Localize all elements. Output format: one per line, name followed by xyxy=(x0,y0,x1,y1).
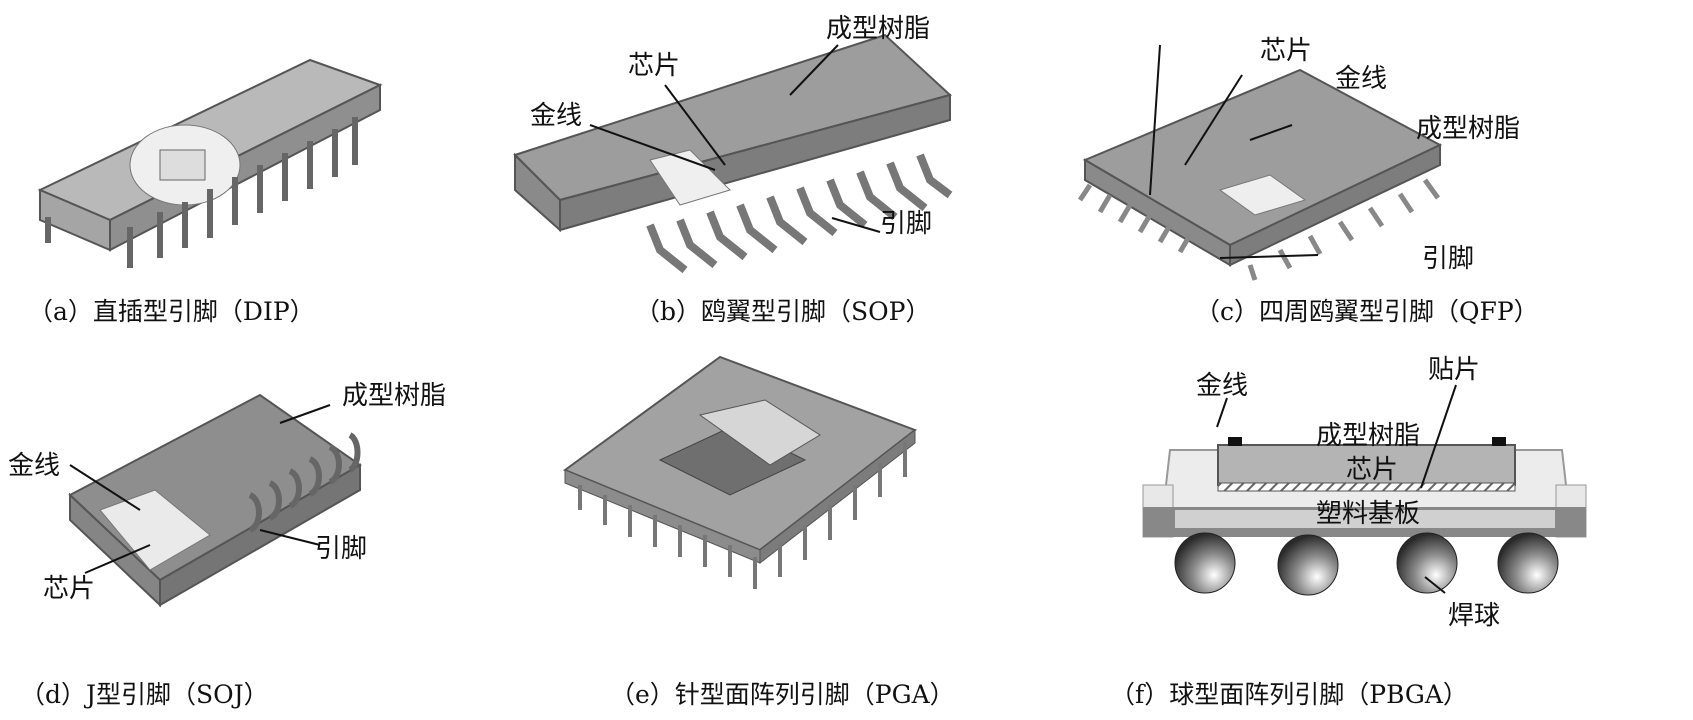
caption-sop: （b）鸥翼型引脚（SOP） xyxy=(635,297,931,326)
panel-soj: 成型树脂 金线 引脚 芯片 （d）J型引脚（SOJ） xyxy=(0,345,560,720)
panel-qfp: 芯片 金线 成型树脂 引脚 （c）四周鸥翼型引脚（QFP） xyxy=(1077,0,1693,340)
label-chip: 芯片 xyxy=(628,51,681,81)
label-gold-wire: 金线 xyxy=(1196,371,1249,401)
panel-pbga: 金线 贴片 成型树脂 芯片 塑料基板 焊球 （f）球型面阵列引脚（PBGA） xyxy=(1110,345,1693,720)
label-lead: 引脚 xyxy=(1422,244,1475,274)
panel-sop: 成型树脂 芯片 金线 引脚 （b）鸥翼型引脚（SOP） xyxy=(513,0,1120,340)
sop-package-illustration xyxy=(513,33,953,274)
label-lead: 引脚 xyxy=(880,209,933,239)
label-gold-wire: 金线 xyxy=(530,101,583,131)
label-gold-wire: 金线 xyxy=(1335,64,1388,94)
qfp-package-illustration xyxy=(1077,44,1443,281)
label-solder-ball: 焊球 xyxy=(1448,601,1501,631)
pga-package-illustration xyxy=(562,355,918,589)
label-die-attach: 贴片 xyxy=(1428,355,1481,385)
dip-package-illustration xyxy=(37,58,383,268)
panel-dip: （a）直插型引脚（DIP） xyxy=(0,0,560,340)
caption-soj: （d）J型引脚（SOJ） xyxy=(20,680,269,709)
caption-pga: （e）针型面阵列引脚（PGA） xyxy=(610,680,955,709)
label-molding-resin: 成型树脂 xyxy=(1416,114,1521,144)
caption-pbga: （f）球型面阵列引脚（PBGA） xyxy=(1110,680,1468,709)
label-molding-resin: 成型树脂 xyxy=(826,14,931,44)
label-chip: 芯片 xyxy=(1260,36,1313,66)
caption-dip: （a）直插型引脚（DIP） xyxy=(28,297,315,326)
label-chip: 芯片 xyxy=(43,574,96,604)
caption-qfp: （c）四周鸥翼型引脚（QFP） xyxy=(1195,297,1539,326)
label-molding-resin: 成型树脂 xyxy=(1316,421,1421,451)
panel-pga: （e）针型面阵列引脚（PGA） xyxy=(560,345,1120,720)
label-chip: 芯片 xyxy=(1346,455,1399,485)
label-lead: 引脚 xyxy=(315,534,368,564)
label-molding-resin: 成型树脂 xyxy=(342,381,447,411)
label-plastic-substrate: 塑料基板 xyxy=(1316,499,1421,529)
soj-package-illustration xyxy=(68,393,362,608)
pbga-cross-section-illustration xyxy=(1142,384,1587,596)
label-gold-wire: 金线 xyxy=(8,451,61,481)
